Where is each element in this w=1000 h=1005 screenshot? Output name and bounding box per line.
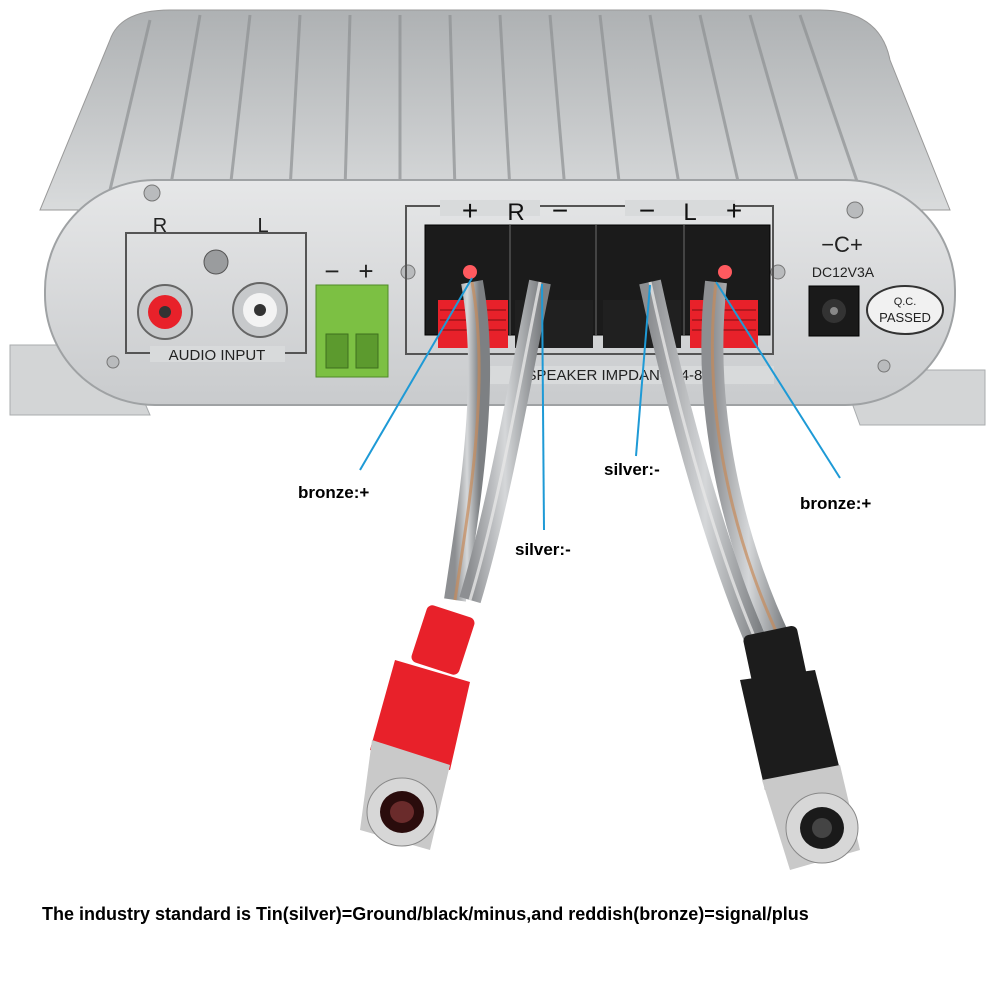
rca-input-right[interactable] <box>137 284 193 340</box>
callout-right-bronze-plus: bronze:+ <box>800 494 872 513</box>
channel-r-label: R <box>153 215 167 237</box>
callout-left-silver-minus: silver:- <box>515 540 571 559</box>
speaker-minus-l: − <box>639 195 655 226</box>
qc-line2: PASSED <box>879 310 931 325</box>
caption-text: The industry standard is Tin(silver)=Gro… <box>42 904 809 924</box>
amplifier-case-top <box>39 9 951 211</box>
rca-input-left[interactable] <box>232 282 288 338</box>
left-cable <box>444 279 551 604</box>
rca-plug-red[interactable] <box>360 604 476 850</box>
callout-line-left-minus <box>541 283 545 531</box>
speaker-l-label: L <box>683 199 696 226</box>
callout-line-right-plus <box>715 281 841 479</box>
power-minus-label: − <box>324 256 339 286</box>
callout-right-silver-minus: silver:- <box>604 460 660 479</box>
power-terminal-block[interactable]: − + <box>315 256 389 378</box>
speaker-r-label: R <box>507 199 524 226</box>
channel-l-label: L <box>257 215 268 237</box>
dc-label: DC12V3A <box>812 264 875 280</box>
dc-input-block: −C+ DC12V3A <box>808 232 875 337</box>
qc-passed-sticker: Q.C. PASSED <box>866 285 944 335</box>
qc-line1: Q.C. <box>894 296 917 308</box>
speaker-minus-r: − <box>552 195 568 226</box>
right-cable <box>639 279 795 655</box>
speaker-plus-l: + <box>726 195 742 226</box>
speaker-plus-r: + <box>462 195 478 226</box>
power-plus-label: + <box>358 256 373 286</box>
audio-input-block: R L AUDIO INPUT <box>125 215 307 364</box>
speaker-impedance-label: SPEAKER IMPDANCE4-8Ω <box>526 367 713 384</box>
callout-line-right-minus <box>635 284 651 457</box>
callout-left-bronze-plus: bronze:+ <box>298 483 370 502</box>
callout-lines <box>359 277 841 531</box>
audio-input-label: AUDIO INPUT <box>169 347 266 364</box>
svg-text:−C+: −C+ <box>821 232 863 257</box>
callout-line-left-plus <box>359 277 473 471</box>
rca-plug-black[interactable] <box>740 625 860 870</box>
